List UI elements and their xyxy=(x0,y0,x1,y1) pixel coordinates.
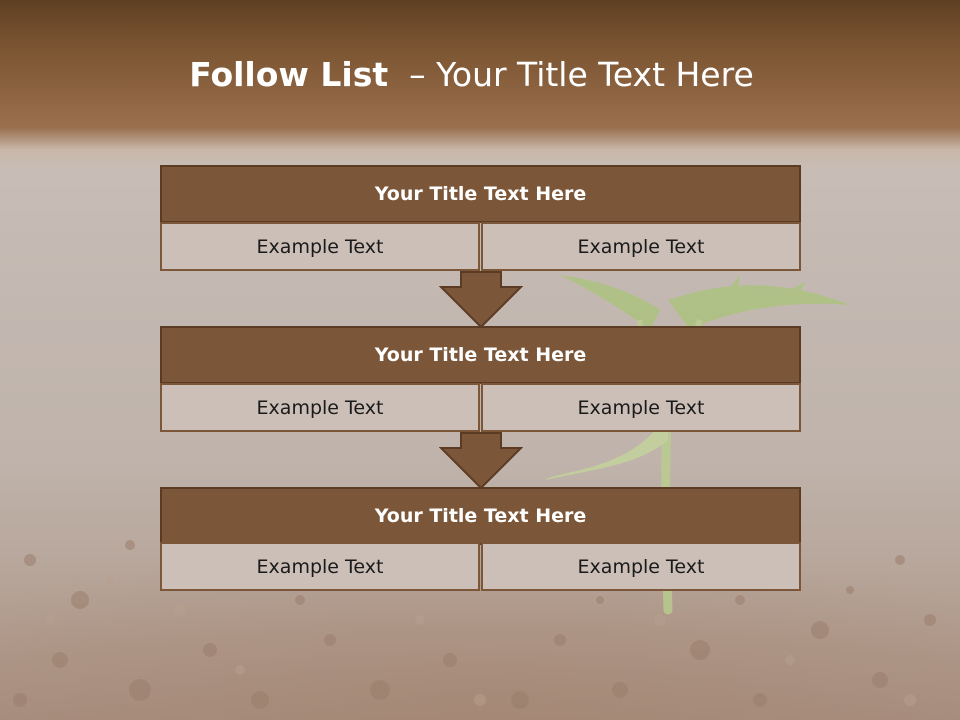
step-2-left-cell: Example Text xyxy=(160,383,480,432)
step-1-title: Your Title Text Here xyxy=(160,165,801,223)
step-1-left-cell: Example Text xyxy=(160,222,480,271)
step-1-right-cell: Example Text xyxy=(481,222,801,271)
step-2-right-cell: Example Text xyxy=(481,383,801,432)
down-arrow-icon xyxy=(439,432,523,490)
step-3-left-cell: Example Text xyxy=(160,542,480,591)
slide-title: Follow List – Your Title Text Here xyxy=(0,52,943,98)
title-bold: Follow List xyxy=(189,55,389,94)
step-2-title: Your Title Text Here xyxy=(160,326,801,384)
step-3-right-cell: Example Text xyxy=(481,542,801,591)
down-arrow-icon xyxy=(439,271,523,329)
title-rest: – Your Title Text Here xyxy=(409,55,754,94)
step-3-title: Your Title Text Here xyxy=(160,487,801,545)
